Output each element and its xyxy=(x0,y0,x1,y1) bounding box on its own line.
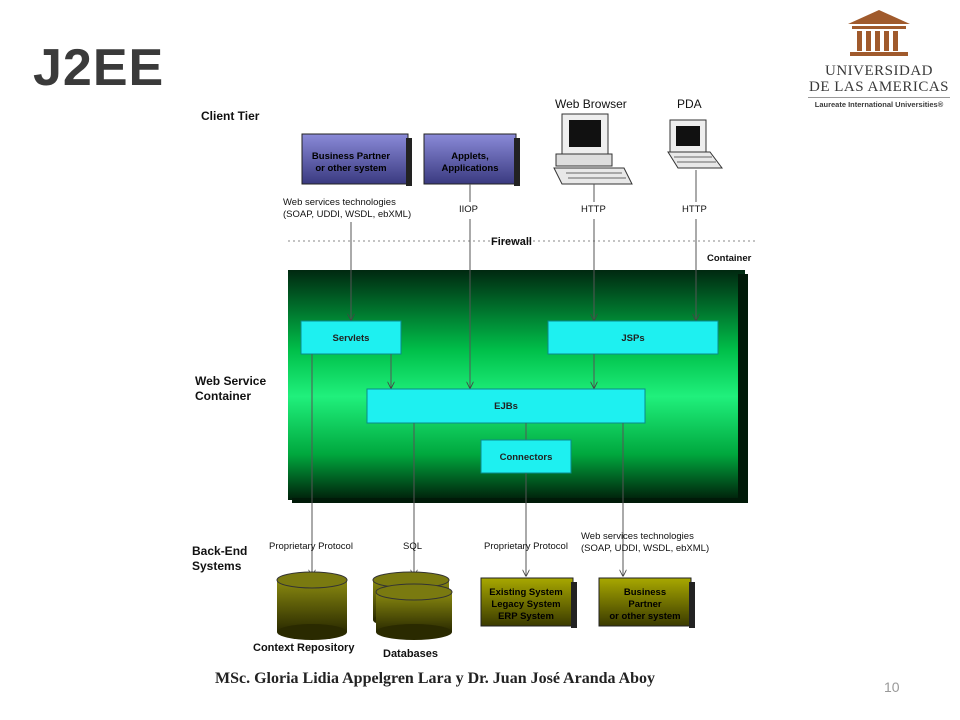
context-repository-cylinder xyxy=(276,571,348,640)
iiop-label: IIOP xyxy=(459,204,478,215)
http-browser-label: HTTP xyxy=(581,204,606,215)
web-service-tier-label-line1: Web Service xyxy=(195,374,266,388)
backend-ws-label-line2: (SOAP, UDDI, WSDL, ebXML) xyxy=(581,543,709,554)
existing-system-label-line3: ERP System xyxy=(498,611,554,622)
slide-title: J2EE xyxy=(33,39,165,97)
backend-tier-label-line1: Back-End xyxy=(192,544,247,558)
partner-label-line2: Partner xyxy=(628,599,662,610)
business-partner-backend-box: Business Partner or other system xyxy=(598,577,695,628)
client-tier-label: Client Tier xyxy=(201,109,260,123)
j2ee-architecture-diagram: Client Tier Web Service Container Back-E… xyxy=(192,97,755,660)
applets-label-line2: Applications xyxy=(441,163,498,174)
sql-label: SQL xyxy=(403,541,422,552)
ws-protocol-label-line1: Web services technologies xyxy=(283,197,396,208)
slide-footer-authors: MSc. Gloria Lidia Appelgren Lara y Dr. J… xyxy=(215,670,656,687)
pda-label: PDA xyxy=(677,97,702,111)
applets-label-line1: Applets, xyxy=(451,151,488,162)
desktop-computer-icon xyxy=(553,113,633,185)
partner-label-line3: or other system xyxy=(609,611,680,622)
ejbs-box: EJBs xyxy=(366,388,646,424)
ejbs-label: EJBs xyxy=(494,401,518,412)
existing-system-label-line1: Existing System xyxy=(489,587,562,598)
business-partner-label-line1: Business Partner xyxy=(312,151,390,162)
jsps-box: JSPs xyxy=(547,320,719,355)
university-logo: UNIVERSIDAD DE LAS AMERICAS Laureate Int… xyxy=(808,8,950,109)
partner-label-line1: Business xyxy=(624,587,666,598)
page-number: 10 xyxy=(884,679,900,695)
existing-system-box: Existing System Legacy System ERP System xyxy=(480,577,577,628)
laptop-icon xyxy=(667,119,723,169)
proprietary-protocol-label-1: Proprietary Protocol xyxy=(269,541,353,552)
backend-tier-label-line2: Systems xyxy=(192,559,242,573)
servlets-label: Servlets xyxy=(333,333,370,344)
container-label: Container xyxy=(707,253,752,264)
business-partner-label-line2: or other system xyxy=(315,163,386,174)
connectors-box: Connectors xyxy=(480,439,572,474)
backend-ws-label-line1: Web services technologies xyxy=(581,531,694,542)
business-partner-client-box: Business Partner or other system xyxy=(301,133,412,186)
building-columns-icon xyxy=(848,10,910,56)
firewall-label: Firewall xyxy=(491,236,532,248)
web-browser-label: Web Browser xyxy=(555,97,627,111)
databases-cylinder xyxy=(372,571,453,640)
logo-name-line1: UNIVERSIDAD xyxy=(825,63,933,79)
databases-label: Databases xyxy=(383,648,438,660)
jsps-label: JSPs xyxy=(621,333,644,344)
connectors-label: Connectors xyxy=(500,452,553,463)
existing-system-label-line2: Legacy System xyxy=(491,599,560,610)
applets-client-box: Applets, Applications xyxy=(423,133,520,186)
proprietary-protocol-label-2: Proprietary Protocol xyxy=(484,541,568,552)
http-pda-label: HTTP xyxy=(682,204,707,215)
logo-name-line2: DE LAS AMERICAS xyxy=(808,79,950,95)
ws-protocol-label-line2: (SOAP, UDDI, WSDL, ebXML) xyxy=(283,209,411,220)
web-service-tier-label-line2: Container xyxy=(195,389,251,403)
context-repository-label: Context Repository xyxy=(253,642,355,654)
logo-tagline: Laureate International Universities® xyxy=(808,97,950,109)
servlets-box: Servlets xyxy=(300,320,402,355)
